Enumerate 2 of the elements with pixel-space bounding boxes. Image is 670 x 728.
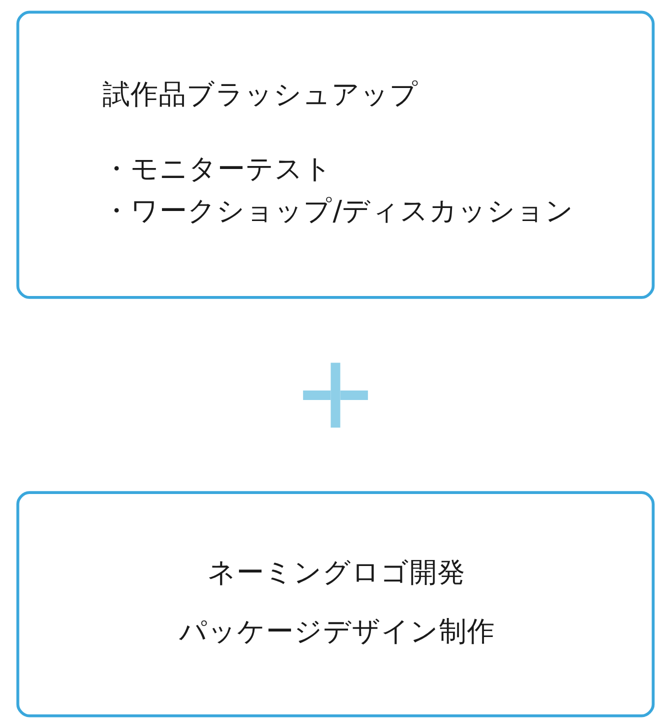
node-box: 試作品ブラッシュアップ ・モニターテスト ・ワークショップ/ディスカッション <box>16 10 654 299</box>
node-box: ネーミングロゴ開発 パッケージデザイン制作 <box>16 491 654 718</box>
